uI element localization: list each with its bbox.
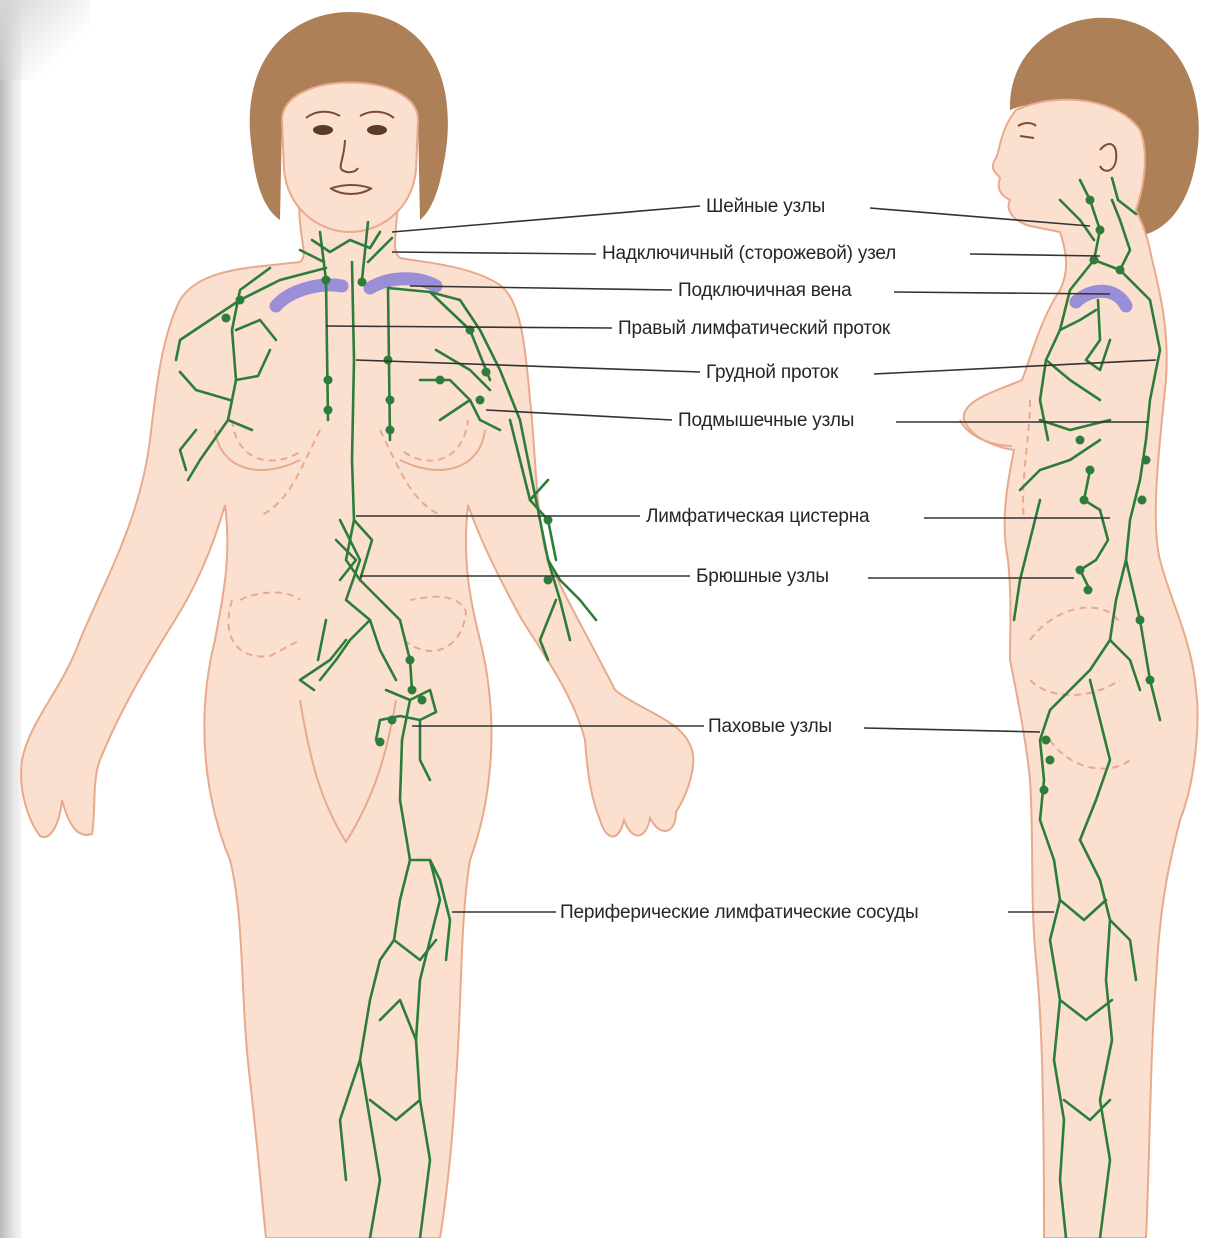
- label-cervical-nodes: Шейные узлы: [706, 196, 825, 218]
- label-supraclavicular-node: Надключичный (сторожевой) узел: [602, 243, 896, 265]
- label-inguinal-nodes: Паховые узлы: [708, 716, 832, 738]
- label-subclavian-vein: Подключичная вена: [678, 280, 851, 302]
- label-axillary-nodes: Подмышечные узлы: [678, 410, 854, 432]
- side-body: [964, 100, 1198, 1238]
- label-cisterna-chyli: Лимфатическая цистерна: [646, 506, 869, 528]
- label-peripheral-vessels: Периферические лимфатические сосуды: [560, 902, 919, 924]
- side-figure: [960, 18, 1199, 1238]
- front-face: [282, 83, 418, 233]
- label-abdominal-nodes: Брюшные узлы: [696, 566, 829, 588]
- front-figure: [21, 12, 693, 1238]
- label-right-lymphatic-duct: Правый лимфатический проток: [618, 318, 890, 340]
- label-thoracic-duct: Грудной проток: [706, 362, 838, 384]
- front-body: [21, 190, 693, 1238]
